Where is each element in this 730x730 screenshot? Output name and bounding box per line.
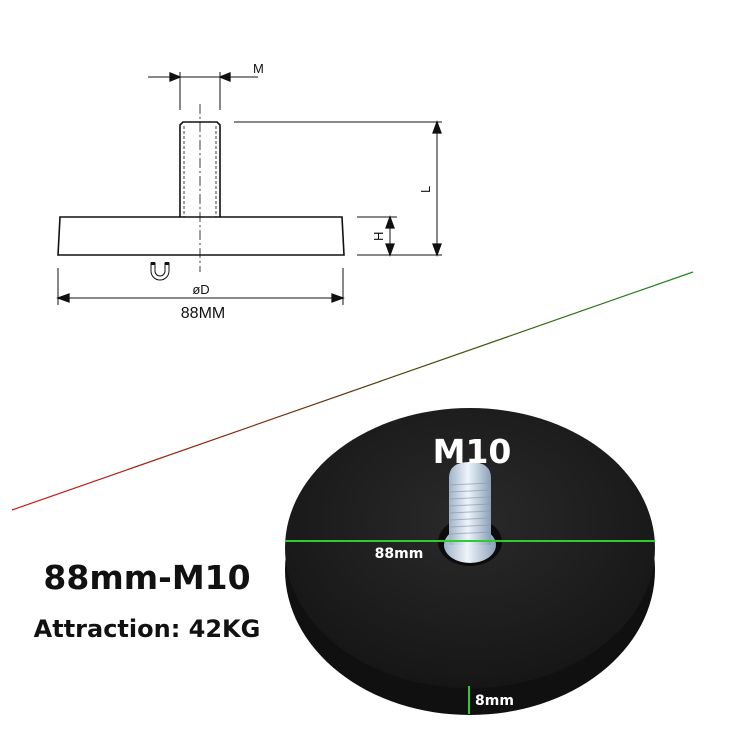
thread-label: M — [253, 61, 264, 76]
diameter-label: øD — [192, 282, 209, 297]
product-model: 88mm-M10 — [43, 558, 250, 597]
magnet-icon — [150, 262, 170, 281]
magnet-photo — [285, 408, 655, 715]
photo-thickness-label: 8mm — [475, 693, 514, 709]
thread-size-label: M10 — [433, 432, 512, 471]
height-label: H — [371, 232, 386, 241]
photo-diameter-label: 88mm — [375, 546, 424, 562]
diagonal-divider — [11, 271, 694, 511]
length-label: L — [418, 186, 433, 193]
diameter-value: 88MM — [181, 305, 225, 322]
technical-drawing — [56, 72, 442, 305]
attraction-spec: Attraction: 42KG — [34, 615, 261, 643]
